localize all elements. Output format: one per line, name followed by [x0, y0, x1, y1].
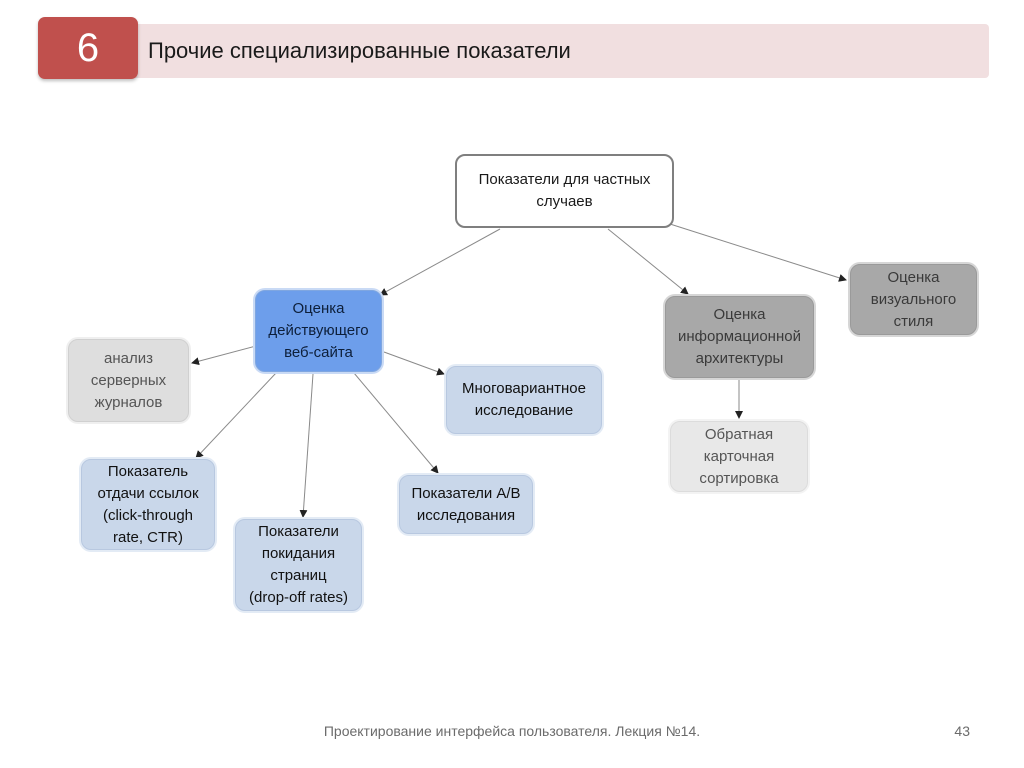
- node-card-sort-label: Обратная карточная сортировка: [699, 425, 779, 487]
- node-root: Показатели для частных случаев: [455, 154, 674, 228]
- slide-title: Прочие специализированные показатели: [148, 38, 571, 63]
- node-ctr-label: Показатель отдачи ссылок (click-through …: [97, 462, 199, 546]
- node-root-label: Показатели для частных случаев: [478, 171, 651, 210]
- edge-root-visual-style: [669, 223, 847, 282]
- node-website-evaluation: Оценка действующего веб-сайта: [255, 290, 382, 372]
- edge-website-server-logs: [191, 345, 257, 366]
- edge-root-website: [379, 228, 501, 296]
- node-info-arch-label: Оценка информационной архитектуры: [678, 306, 801, 367]
- edge-website-multivariate: [383, 351, 445, 376]
- node-server-logs-label: анализ серверных журналов: [90, 349, 167, 411]
- node-info-architecture: Оценка информационной архитектуры: [665, 296, 814, 378]
- header-bar: [130, 24, 989, 78]
- node-ctr: Показатель отдачи ссылок (click-through …: [81, 459, 215, 550]
- node-ab-label: Показатели A/B исследования: [411, 484, 521, 524]
- node-server-logs: анализ серверных журналов: [68, 339, 189, 422]
- footer-text: Проектирование интерфейса пользователя. …: [323, 723, 701, 739]
- edge-website-dropoff: [299, 373, 314, 518]
- node-visual-style-label: Оценка визуального стиля: [870, 268, 957, 330]
- node-visual-style: Оценка визуального стиля: [850, 264, 977, 335]
- node-multivariate: Многовариантное исследование: [446, 366, 602, 434]
- slide-number-badge: 6: [38, 17, 138, 79]
- node-dropoff: Показатели покидания страниц (drop-off r…: [235, 519, 362, 611]
- node-dropoff-label: Показатели покидания страниц (drop-off r…: [249, 523, 348, 606]
- node-card-sort: Обратная карточная сортировка: [670, 421, 808, 492]
- edge-website-ctr: [195, 372, 277, 459]
- page-number: 43: [954, 723, 970, 739]
- edge-root-info-arch: [607, 228, 689, 295]
- node-ab-testing: Показатели A/B исследования: [399, 475, 533, 534]
- edge-website-ab: [353, 372, 439, 474]
- node-multivariate-label: Многовариантное исследование: [462, 380, 586, 419]
- node-website-label: Оценка действующего веб-сайта: [268, 300, 369, 361]
